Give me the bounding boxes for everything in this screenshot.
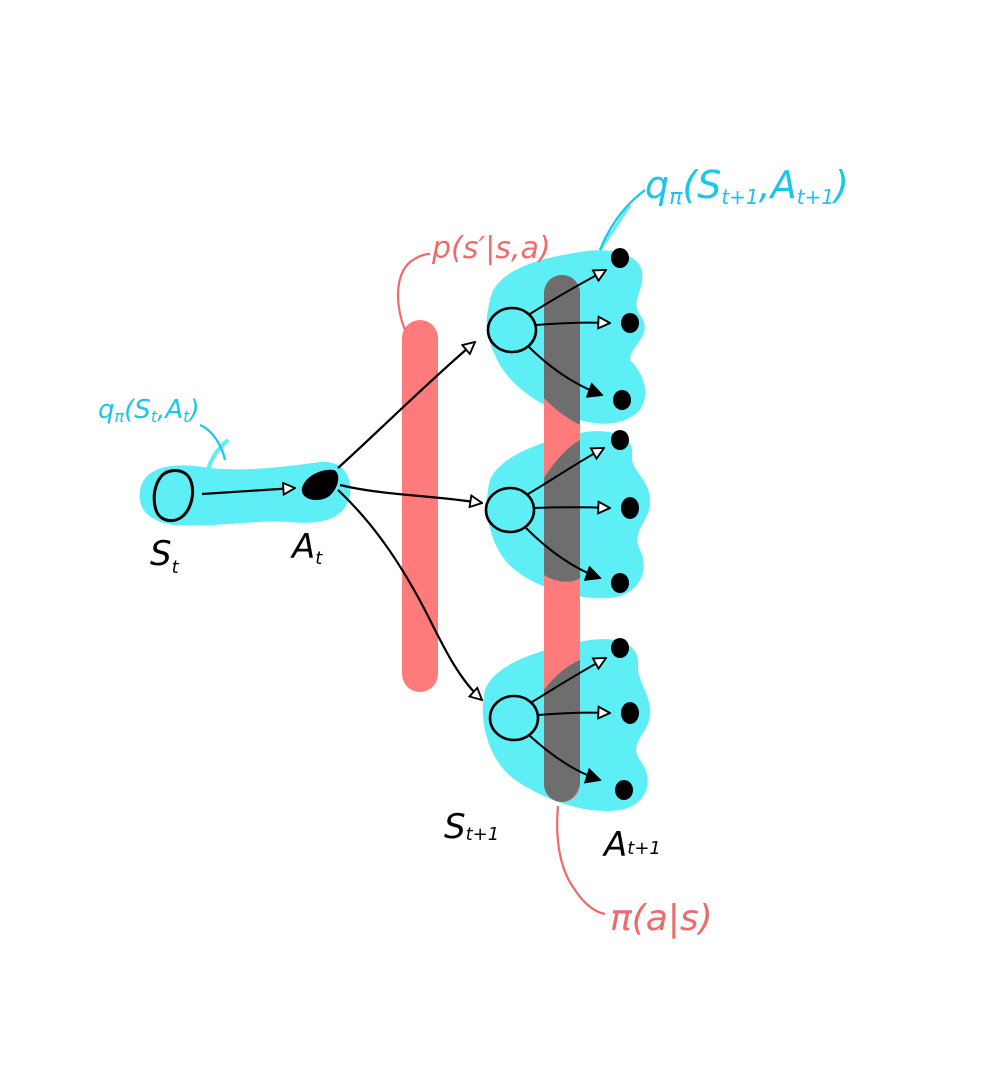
state-node-s-t1-bot — [488, 694, 540, 742]
policy-edges-mid — [525, 430, 639, 593]
policy-leader-line — [556, 805, 606, 916]
label-a-t: At — [290, 527, 323, 569]
label-transition-prob: p(s′|s,a) — [431, 231, 551, 266]
edge-a-t-to-s-bot — [337, 489, 482, 700]
label-s-t1: St+1 — [444, 807, 499, 847]
policy-edges-bot — [529, 638, 639, 800]
label-a-t1: At+1 — [602, 825, 661, 865]
action-node-a-t — [301, 469, 339, 500]
edge-a-t-to-s-top — [337, 342, 475, 469]
label-policy: π(a|s) — [610, 898, 713, 939]
transition-leader-line — [396, 252, 431, 331]
state-node-s-t1-mid — [484, 486, 536, 534]
edge-s-t-to-a-t — [201, 488, 295, 494]
state-node-s-t — [152, 469, 194, 523]
policy-bar — [544, 275, 580, 802]
transition-bar — [402, 320, 438, 692]
q-next-leader-line — [598, 189, 646, 251]
state-node-s-t1-top — [486, 306, 538, 354]
highlight-current-pair — [139, 438, 351, 526]
label-q-next: qπ(St+1,At+1) — [645, 163, 849, 210]
policy-edges-top — [527, 248, 639, 410]
q-current-leader-line — [199, 423, 227, 461]
label-s-t: St — [150, 534, 180, 578]
label-q-current: qπ(St,At) — [98, 395, 200, 426]
edge-a-t-to-s-mid — [339, 483, 482, 503]
